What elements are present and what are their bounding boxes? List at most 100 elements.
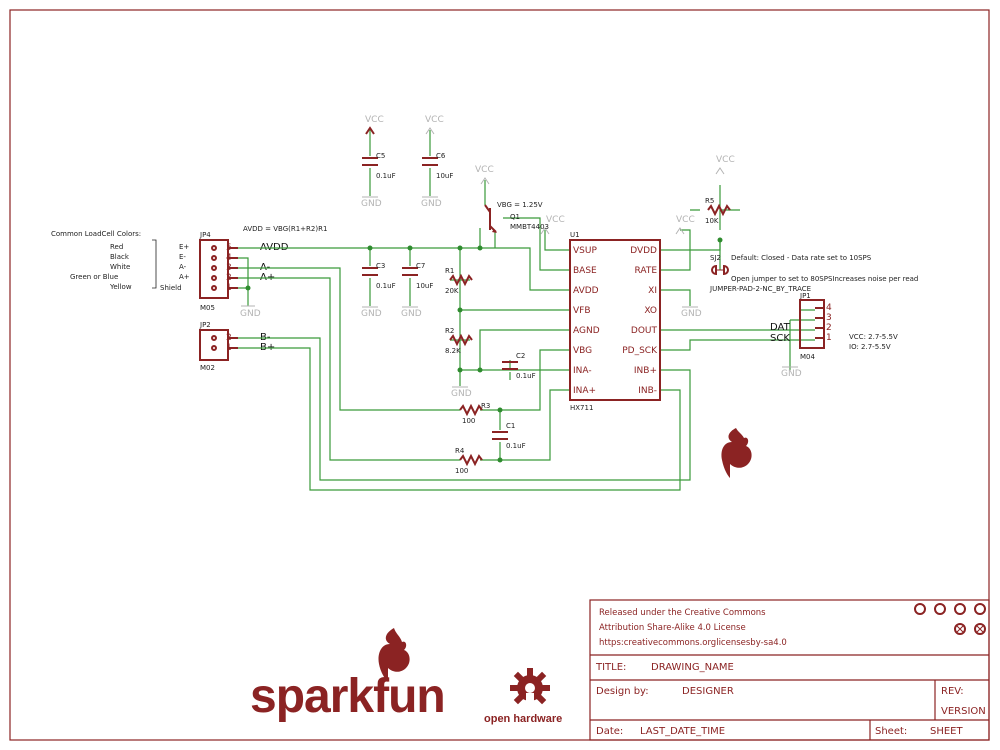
u1-pin-xo: XO xyxy=(644,306,657,316)
r1-value: 20K xyxy=(445,287,459,295)
u1-pin-rate: RATE xyxy=(634,266,657,276)
jp1-ref: JP1 xyxy=(799,292,811,300)
cc-circle-icon xyxy=(914,603,926,615)
legend-heading: Common LoadCell Colors: xyxy=(51,230,141,238)
u1-pin-dvdd: DVDD xyxy=(630,246,657,256)
avdd-formula: AVDD = VBG(R1+R2)R1 xyxy=(243,225,327,233)
legend-color-black: Black xyxy=(110,253,130,261)
sparkfun-logo: sparkfun xyxy=(250,628,446,723)
jp1-body xyxy=(799,299,825,349)
u1-pin-xi: XI xyxy=(648,286,657,296)
r4-ref: R4 xyxy=(455,447,465,455)
c2-value: 0.1uF xyxy=(516,372,536,380)
open-hardware-text: open hardware xyxy=(484,713,562,725)
c1-value: 0.1uF xyxy=(506,442,526,450)
r3-value: 100 xyxy=(462,417,475,425)
supplies: VCC GND VCC GND VCC VCC VCC VCC GND GND … xyxy=(241,115,802,399)
c2-ref: C2 xyxy=(516,352,525,360)
jp1-value: M04 xyxy=(800,353,815,361)
cc-sa-icon xyxy=(954,603,966,615)
jp1-pin2: 2 xyxy=(826,323,832,333)
legend-signal-aminus: A- xyxy=(179,263,187,271)
r1-ref: R1 xyxy=(445,267,454,275)
gnd-c5: GND xyxy=(361,199,382,209)
wires xyxy=(238,130,815,491)
jp1-vcc-note: VCC: 2.7-5.5V xyxy=(849,333,898,341)
sheet-value: SHEET xyxy=(930,726,964,737)
connector-jp4: JP4 5 4 3 2 1 M05 xyxy=(199,231,238,312)
sheet-frame xyxy=(9,9,990,741)
legend-color-green: Green or Blue xyxy=(70,273,118,281)
u1-pin-vsup: VSUP xyxy=(573,246,597,256)
connector-jp2: JP2 2 1 M02 xyxy=(199,321,238,372)
jp4-ref: JP4 xyxy=(199,231,211,239)
rev-label: REV: xyxy=(941,686,964,697)
sj2-note-default: Default: Closed - Data rate set to 10SPS xyxy=(731,254,872,262)
c7-value: 10uF xyxy=(416,282,433,290)
jp1-pin4: 4 xyxy=(826,303,832,313)
loadcell-legend: Common LoadCell Colors: Red Black White … xyxy=(51,230,190,292)
legend-color-red: Red xyxy=(110,243,123,251)
jp2-body xyxy=(199,329,229,361)
vcc-c6: VCC xyxy=(425,115,444,125)
c7-ref: C7 xyxy=(416,262,425,270)
u1-pin-dout: DOUT xyxy=(631,326,658,336)
cc-by-icon xyxy=(934,603,946,615)
license-line-3: https:creativecommons.orglicensesby-sa4.… xyxy=(599,638,787,648)
cc-x-icon-1 xyxy=(954,623,966,635)
license-line-2: Attribution Share-Alike 4.0 License xyxy=(599,623,746,633)
legend-color-white: White xyxy=(110,263,130,271)
sheet-label: Sheet: xyxy=(875,726,907,737)
ic-hx711: U1 VSUP BASE AVDD VFB AGND VBG INA- INA+… xyxy=(569,231,661,412)
r2-ref: R2 xyxy=(445,327,454,335)
vcc-dvdd: VCC xyxy=(676,215,695,225)
legend-signal-eplus: E+ xyxy=(179,243,189,251)
c5-value: 0.1uF xyxy=(376,172,396,180)
r2-value: 8.2K xyxy=(445,347,461,355)
design-label: Design by: xyxy=(596,686,649,697)
gnd-c6: GND xyxy=(421,199,442,209)
title-value: DRAWING_NAME xyxy=(651,662,734,673)
open-hardware-gear-icon xyxy=(510,668,550,705)
gnd-jp1: GND xyxy=(781,369,802,379)
license-line-1: Released under the Creative Commons xyxy=(599,608,766,618)
u1-pin-pd-sck: PD_SCK xyxy=(622,346,658,356)
u1-pin-inb-minus: INB- xyxy=(638,386,657,396)
jp1-pin3: 3 xyxy=(826,313,832,323)
u1-value: HX711 xyxy=(570,404,593,412)
jp2-ref: JP2 xyxy=(199,321,211,329)
legend-color-yellow: Yellow xyxy=(109,283,132,291)
cc-x-icon-2 xyxy=(974,623,986,635)
gnd-xi: GND xyxy=(681,309,702,319)
c5-ref: C5 xyxy=(376,152,385,160)
sparkfun-flame-small-icon xyxy=(721,428,752,478)
vcc-c5: VCC xyxy=(365,115,384,125)
jp4-value: M05 xyxy=(200,304,215,312)
date-label: Date: xyxy=(596,726,623,737)
net-label-sck: SCK xyxy=(770,333,790,344)
rev-value: VERSION xyxy=(941,706,986,717)
connector-jp1: JP1 4 3 2 1 M04 VCC: 2.7-5.5V IO: 2.7-5.… xyxy=(770,292,898,361)
open-hardware-logo: open hardware xyxy=(484,668,562,725)
gnd-c3: GND xyxy=(361,309,382,319)
r5-value: 10K xyxy=(705,217,719,225)
legend-signal-shield: Shield xyxy=(160,284,182,292)
date-value: LAST_DATE_TIME xyxy=(640,726,725,737)
u1-pin-avdd: AVDD xyxy=(573,286,599,296)
c6-value: 10uF xyxy=(436,172,453,180)
gnd-r2: GND xyxy=(451,389,472,399)
u1-pin-ina-minus: INA- xyxy=(573,366,592,376)
design-value: DESIGNER xyxy=(682,686,734,697)
jp1-pin1: 1 xyxy=(826,333,832,343)
u1-ref: U1 xyxy=(570,231,580,239)
resistors: R1 20K R2 8.2K R3 100 R4 100 R5 10K xyxy=(445,197,740,475)
r3-ref: R3 xyxy=(481,402,490,410)
c3-ref: C3 xyxy=(376,262,385,270)
q1-ref: Q1 xyxy=(510,213,520,221)
sj2-ref: SJ2 xyxy=(710,254,721,262)
sj2-package: JUMPER-PAD-2-NC_BY_TRACE xyxy=(709,285,811,293)
title-block: Released under the Creative Commons Attr… xyxy=(589,599,990,741)
jp2-value: M02 xyxy=(200,364,215,372)
jp1-io-note: IO: 2.7-5.5V xyxy=(849,343,891,351)
